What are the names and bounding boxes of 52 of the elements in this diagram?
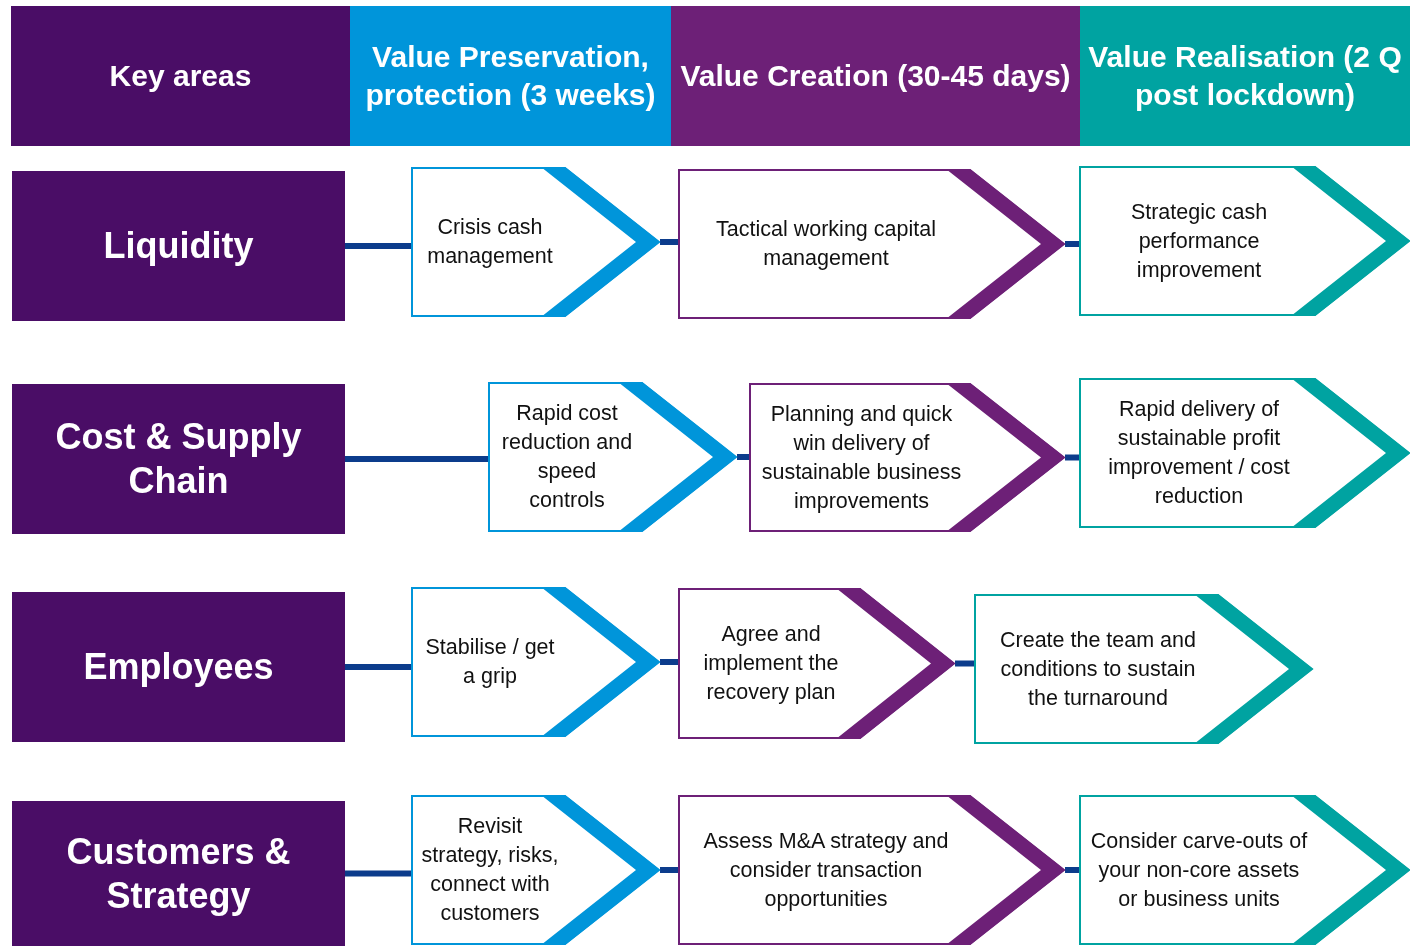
chevron-step bbox=[749, 383, 1065, 532]
step-text: Assess M&A strategy and consider transaction opportunities bbox=[702, 827, 950, 913]
step-text: Rapid cost reduction and speed controls bbox=[500, 400, 634, 514]
heading-band bbox=[1080, 6, 1410, 146]
step-text: Planning and quick win delivery of sustainable business improvements bbox=[760, 400, 963, 515]
row-label-band bbox=[12, 592, 345, 742]
chevron-step bbox=[974, 594, 1313, 744]
row-label-band bbox=[12, 171, 345, 321]
connector-line bbox=[1065, 867, 1079, 873]
chevron-step bbox=[411, 795, 660, 945]
connector-line bbox=[345, 243, 411, 249]
heading-band bbox=[671, 6, 1080, 146]
column-heading: Value Preservation, protection (3 weeks) bbox=[364, 39, 657, 113]
chevron-step bbox=[1079, 378, 1410, 528]
step-text: Create the team and conditions to sustain the turnaround bbox=[999, 626, 1197, 712]
chevron-step bbox=[411, 587, 660, 737]
chevron-step bbox=[488, 382, 737, 532]
connector-line bbox=[1065, 454, 1079, 461]
row-heading: Cost & Supply Chain bbox=[54, 415, 303, 503]
chevron-step bbox=[1079, 166, 1410, 316]
step-text: Revisit strategy, risks, connect with customers bbox=[421, 813, 559, 927]
step-text: Tactical working capital management bbox=[715, 216, 937, 272]
connector-line bbox=[955, 660, 974, 667]
chevron-step bbox=[411, 167, 660, 317]
column-heading: Value Realisation (2 Q post lockdown) bbox=[1087, 39, 1403, 113]
row-label-band bbox=[12, 384, 345, 534]
step-text: Agree and implement the recovery plan bbox=[702, 621, 840, 706]
column-heading: Value Creation (30-45 days) bbox=[680, 58, 1071, 94]
step-text: Rapid delivery of sustainable profit improvement / cost reduction bbox=[1107, 396, 1291, 510]
step-text: Consider carve-outs of your non-core assets or business units bbox=[1089, 827, 1309, 913]
chevron-step bbox=[678, 588, 955, 739]
row-label-band bbox=[12, 801, 345, 946]
connector-line bbox=[660, 867, 678, 873]
heading-band bbox=[11, 6, 350, 146]
step-text: Crisis cash management bbox=[426, 214, 554, 270]
connector-line bbox=[1065, 241, 1079, 247]
step-text: Stabilise / get a grip bbox=[424, 634, 556, 690]
connector-line bbox=[660, 239, 678, 245]
chevron-step bbox=[1079, 795, 1410, 945]
connector-line bbox=[345, 456, 488, 462]
column-heading: Key areas bbox=[109, 58, 252, 94]
chevron-step bbox=[678, 795, 1065, 945]
connector-line bbox=[660, 659, 678, 665]
row-heading: Customers & Strategy bbox=[65, 829, 292, 918]
step-text: Strategic cash performance improvement bbox=[1129, 198, 1269, 284]
connector-line bbox=[345, 664, 411, 670]
row-heading: Liquidity bbox=[103, 224, 254, 268]
heading-band bbox=[350, 6, 671, 146]
connector-line bbox=[345, 870, 411, 877]
chevron-step bbox=[678, 169, 1065, 319]
row-heading: Employees bbox=[83, 645, 274, 689]
connector-line bbox=[737, 454, 749, 460]
